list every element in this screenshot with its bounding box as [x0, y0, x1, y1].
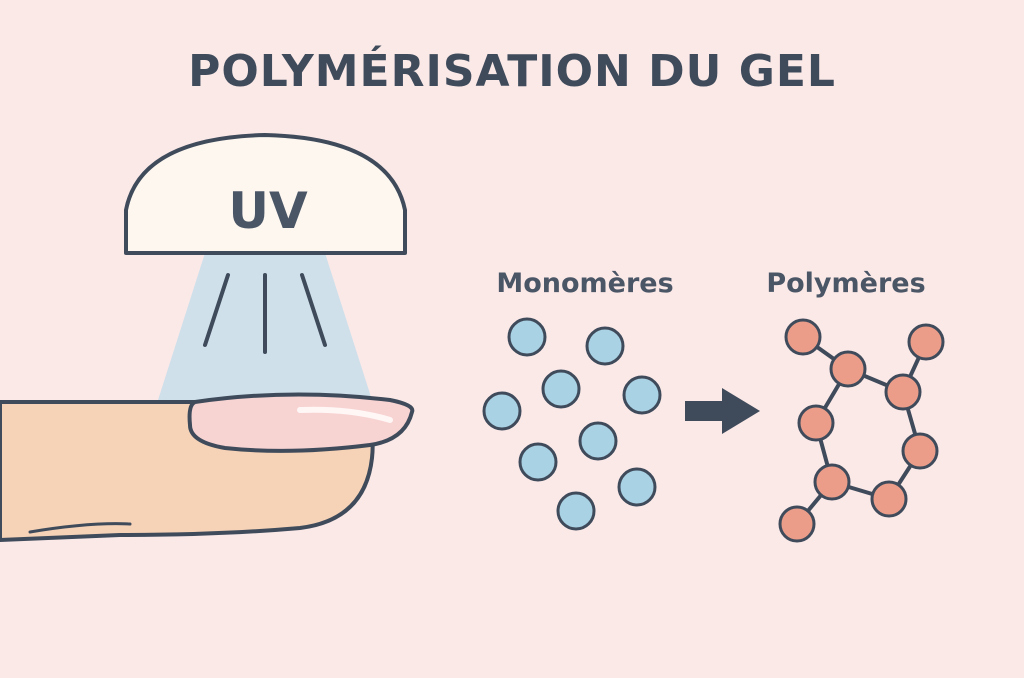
- polymer-unit: [901, 432, 939, 470]
- finger-crease: [28, 522, 132, 534]
- uv-label: UV: [228, 182, 308, 240]
- nail-shine: [297, 406, 393, 423]
- monomer: [556, 491, 596, 531]
- uv-ray: [300, 273, 327, 347]
- monomer: [585, 326, 625, 366]
- monomer: [578, 421, 618, 461]
- polymers-label: Polymères: [766, 268, 925, 299]
- monomer: [482, 391, 522, 431]
- polymer-unit: [884, 373, 922, 411]
- polymer-unit: [907, 323, 945, 361]
- monomers-label: Monomères: [496, 268, 673, 299]
- monomer: [541, 369, 581, 409]
- polymer-unit: [778, 505, 816, 543]
- monomer: [507, 317, 547, 357]
- uv-ray: [203, 273, 230, 347]
- polymer-atoms: [778, 318, 945, 543]
- monomer: [518, 442, 558, 482]
- polymer-unit: [829, 350, 867, 388]
- polymer-unit: [797, 404, 835, 442]
- polymer-unit: [784, 318, 822, 356]
- monomer: [622, 375, 662, 415]
- polymer-unit: [813, 463, 851, 501]
- reaction-arrow: [685, 388, 760, 434]
- uv-lamp: [124, 133, 407, 255]
- page-title: POLYMÉRISATION DU GEL: [188, 46, 836, 97]
- polymer-unit: [870, 480, 908, 518]
- monomer: [617, 467, 657, 507]
- nail: [187, 392, 415, 453]
- monomer-group: [482, 317, 662, 531]
